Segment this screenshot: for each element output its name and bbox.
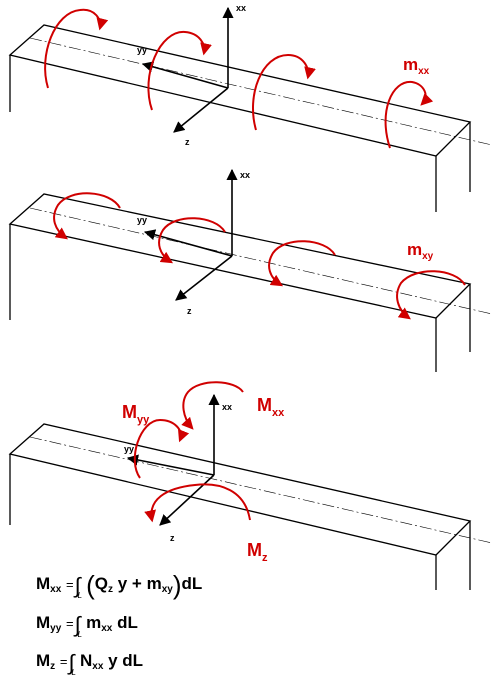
eq-equals: = (66, 577, 74, 592)
diagram-mxx: xx yy z mxx (8, 3, 492, 212)
eq-term-sub: xy (161, 584, 173, 595)
eq-tail: dL (112, 613, 138, 632)
diagram-mxy: xx yy z mxy (8, 168, 492, 372)
integral-limit: L (71, 668, 76, 677)
beam-3 (8, 423, 492, 590)
resultant-arrows (133, 381, 251, 523)
moment-arrows-mxy (53, 192, 466, 320)
eq-equals: = (59, 654, 68, 669)
eq-term: N (79, 651, 93, 670)
moment-arrows-mxx (44, 8, 434, 149)
moment-arrow (158, 217, 226, 264)
eq-tail: dL (181, 574, 203, 593)
moment-arrow (268, 240, 336, 287)
eq-term: m (86, 613, 102, 632)
axes-2 (143, 168, 238, 301)
axis-label-z: z (170, 533, 175, 543)
moment-arrow (396, 270, 466, 320)
resultant-arrow-mz (144, 483, 251, 523)
resultant-label-mz: Mz (247, 540, 268, 564)
eq-term-sub: xx (92, 661, 104, 672)
eq-term-sub: z (108, 584, 114, 595)
eq-term-sub: xx (101, 623, 113, 634)
axes-3 (126, 393, 220, 526)
eq-term: m (146, 574, 162, 593)
resultant-label-myy: Myy (122, 402, 150, 426)
moment-arrow (147, 30, 212, 111)
integral-limit: L (77, 591, 83, 600)
beam-1 (8, 24, 492, 212)
eq-lhs: M (36, 574, 51, 593)
equation-mz: Mz =∫LNxx y dL (36, 651, 143, 677)
eq-equals: = (66, 616, 74, 631)
equation-mxx: Mxx =∫L(Qz y + mxy)dL (36, 572, 203, 600)
moment-arrow (44, 8, 109, 89)
resultant-label-mxx: Mxx (257, 395, 285, 419)
resultant-arrow-myy (133, 418, 190, 479)
eq-lhs: M (36, 613, 51, 632)
equation-myy: Myy =∫Lmxx dL (36, 613, 138, 639)
eq-term: Q (94, 574, 109, 593)
axis-label-yy: yy (137, 45, 147, 55)
resultant-arrow-mxx (181, 381, 244, 430)
integral-symbol: ∫ (68, 650, 75, 675)
axis-label-xx: xx (222, 402, 232, 412)
eq-lhs-sub: yy (50, 623, 62, 634)
moment-arrow (384, 80, 434, 149)
axis-label-z: z (187, 306, 192, 316)
moment-label-mxy: mxy (407, 240, 434, 262)
eq-lhs: M (36, 651, 51, 670)
eq-tail: y dL (103, 651, 144, 670)
integral-limit: L (77, 630, 83, 639)
axis-label-xx: xx (236, 3, 246, 13)
moment-arrow (53, 192, 121, 240)
moment-arrow (252, 53, 316, 131)
axis-label-yy: yy (124, 444, 134, 454)
eq-lhs-sub: z (50, 661, 56, 672)
integral-symbol: ∫ (74, 612, 81, 637)
eq-lhs-sub: xx (50, 584, 62, 595)
moment-label-mxx: mxx (403, 55, 430, 77)
integral-symbol: ∫ (74, 573, 81, 598)
eq-close-paren: ) (172, 570, 182, 600)
beam-2 (8, 193, 492, 372)
eq-term: y + (113, 574, 147, 593)
axis-label-yy: yy (137, 215, 147, 225)
axis-label-xx: xx (240, 170, 250, 180)
axis-label-z: z (185, 137, 190, 147)
axes-1 (141, 6, 234, 133)
diagram-resultants: xx yy z Myy Mxx Mz (8, 381, 492, 590)
eq-open-paren: ( (86, 570, 95, 600)
